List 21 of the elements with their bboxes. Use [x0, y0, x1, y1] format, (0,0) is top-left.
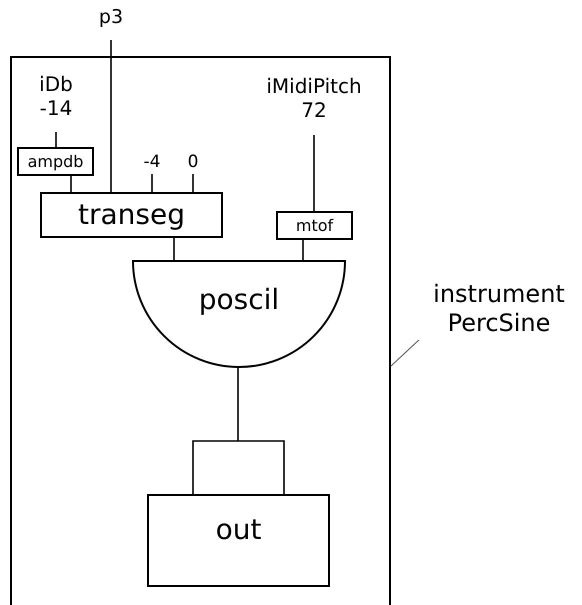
- connector-line: [192, 174, 194, 192]
- node-label: poscil: [198, 282, 280, 318]
- connector-line: [70, 176, 72, 192]
- opcode-box: [40, 192, 223, 238]
- connector-line: [313, 135, 315, 211]
- opcode-semicircle: [132, 260, 346, 368]
- opcode-box: [147, 494, 330, 587]
- node-label: ampdb: [28, 154, 84, 170]
- connector-line: [302, 240, 304, 261]
- node-label: out: [216, 516, 262, 544]
- connector-line: [55, 132, 57, 147]
- node-label: transeg: [78, 201, 185, 229]
- opcode-box: [17, 147, 94, 176]
- connector-line: [151, 174, 153, 192]
- connector-line: [173, 238, 175, 261]
- leader-line: [390, 338, 422, 366]
- instrument-frame: [10, 56, 391, 605]
- node-label: mtof: [296, 218, 334, 234]
- opcode-box: [276, 211, 353, 240]
- connector-line: [192, 366, 285, 495]
- connector-line: [110, 40, 112, 192]
